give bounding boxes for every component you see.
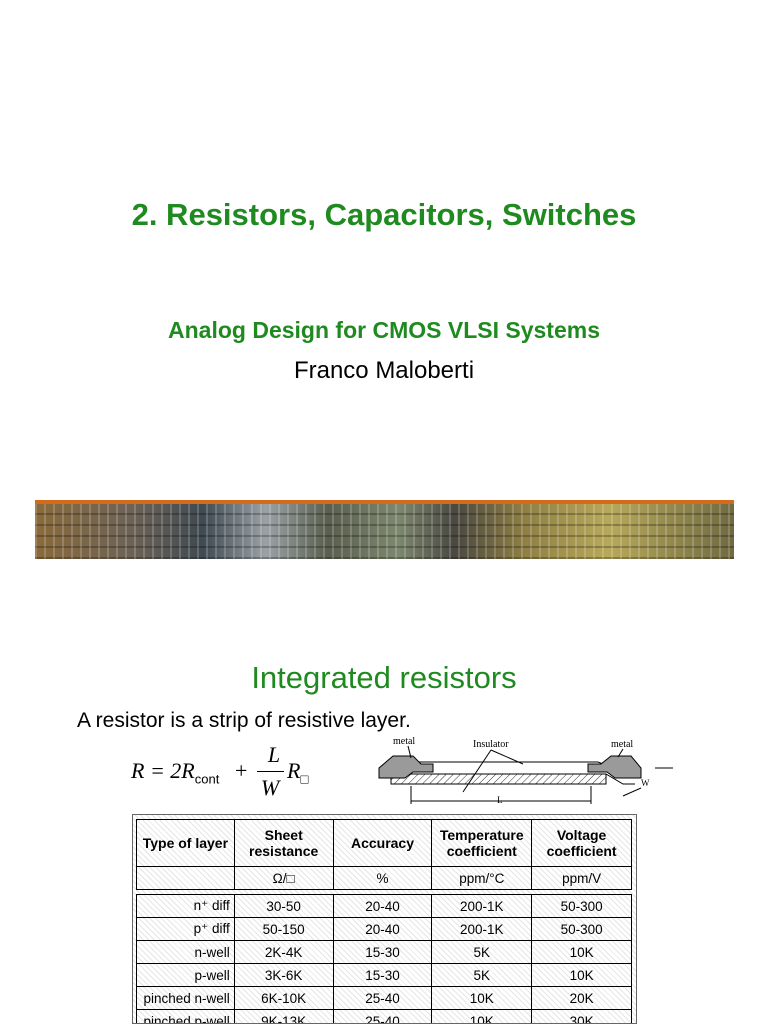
section-title: Integrated resistors: [251, 660, 517, 695]
table-cell: 3K-6K: [233, 963, 334, 987]
unit-cell: Ω/□: [233, 866, 334, 890]
table-cell: 200-1K: [431, 917, 533, 941]
table-cell: 25-40: [332, 986, 433, 1010]
resistor-cross-section-diagram: metal Insulator metal W L: [378, 736, 673, 804]
table-cell: 15-30: [332, 940, 433, 964]
table-units-row: Ω/□ % ppm/°C ppm/V: [136, 866, 632, 890]
formula-denominator: W: [260, 775, 280, 800]
table-cell: 200-1K: [431, 894, 533, 918]
table-row: p⁺ diff 50-150 20-40 200-1K 50-300: [136, 917, 632, 941]
slide-title: 2. Resistors, Capacitors, Switches: [131, 197, 637, 232]
unit-cell: [136, 866, 235, 890]
unit-cell: %: [332, 866, 433, 890]
table-header-row: Type of layer Sheet resistance Accuracy …: [136, 819, 632, 867]
table-cell: 50-300: [531, 917, 632, 941]
table-row: n⁺ diff 30-50 20-40 200-1K 50-300: [136, 894, 632, 918]
table-row: pinched p-well 9K-13K 25-40 10K 30K: [136, 1009, 632, 1023]
table-row: pinched n-well 6K-10K 25-40 10K 20K: [136, 986, 632, 1010]
header-accuracy: Accuracy: [332, 819, 433, 867]
length-label: L: [497, 795, 503, 804]
right-metal-contact: [587, 755, 642, 779]
table-cell: 20-40: [332, 894, 433, 918]
header-sheet-resistance: Sheet resistance: [233, 819, 334, 867]
table-cell: 20-40: [332, 917, 433, 941]
table-cell: pinched p-well: [136, 1009, 235, 1023]
table-cell: 15-30: [332, 963, 433, 987]
course-subtitle: Analog Design for CMOS VLSI Systems: [168, 317, 600, 343]
intro-text: A resistor is a strip of resistive layer…: [77, 709, 411, 732]
width-label: W: [641, 778, 650, 788]
table-cell: 25-40: [332, 1009, 433, 1023]
table-cell: 2K-4K: [233, 940, 334, 964]
table-cell: p⁺ diff: [136, 917, 235, 941]
header-voltage-coefficient: Voltage coefficient: [531, 819, 632, 867]
formula-lhs: R = 2R: [131, 758, 195, 783]
unit-cell: ppm/°C: [431, 866, 533, 890]
formula-cont-subscript: cont: [194, 771, 220, 787]
resistive-strip: [390, 773, 607, 785]
table-cell: n⁺ diff: [136, 894, 235, 918]
table-row: n-well 2K-4K 15-30 5K 10K: [136, 940, 632, 964]
formula-numerator: L: [267, 742, 281, 767]
table-cell: 5K: [431, 963, 533, 987]
header-type-of-layer: Type of layer: [136, 819, 235, 867]
left-metal-contact: [378, 755, 434, 779]
metal-right-label: metal: [611, 739, 633, 750]
unit-cell: ppm/V: [531, 866, 632, 890]
table-row: p-well 3K-6K 15-30 5K 10K: [136, 963, 632, 987]
table-cell: 50-150: [233, 917, 334, 941]
table-cell: 30-50: [233, 894, 334, 918]
chip-layout-banner-image: [35, 500, 734, 559]
table-cell: 50-300: [531, 894, 632, 918]
table-cell: 30K: [531, 1009, 632, 1023]
table-cell: 9K-13K: [233, 1009, 334, 1023]
table-cell: n-well: [136, 940, 235, 964]
table-cell: 10K: [431, 986, 533, 1010]
table-cell: pinched n-well: [136, 986, 235, 1010]
table-cell: 5K: [431, 940, 533, 964]
resistor-properties-table: Type of layer Sheet resistance Accuracy …: [132, 814, 637, 1024]
table-cell: 10K: [531, 940, 632, 964]
table-cell: 6K-10K: [233, 986, 334, 1010]
table-cell: 20K: [531, 986, 632, 1010]
resistor-table: Type of layer Sheet resistance Accuracy …: [136, 819, 632, 1023]
header-temperature-coefficient: Temperature coefficient: [431, 819, 533, 867]
formula-square-subscript: □: [300, 771, 309, 787]
formula-rsq: R: [287, 758, 301, 783]
author-name: Franco Maloberti: [293, 357, 475, 384]
table-cell: 10K: [531, 963, 632, 987]
formula-fraction-bar: [257, 771, 284, 772]
table-cell: 10K: [431, 1009, 533, 1023]
metal-left-label: metal: [393, 736, 415, 747]
formula-plus: +: [235, 758, 248, 783]
table-cell: p-well: [136, 963, 235, 987]
insulator-label: Insulator: [473, 739, 509, 750]
